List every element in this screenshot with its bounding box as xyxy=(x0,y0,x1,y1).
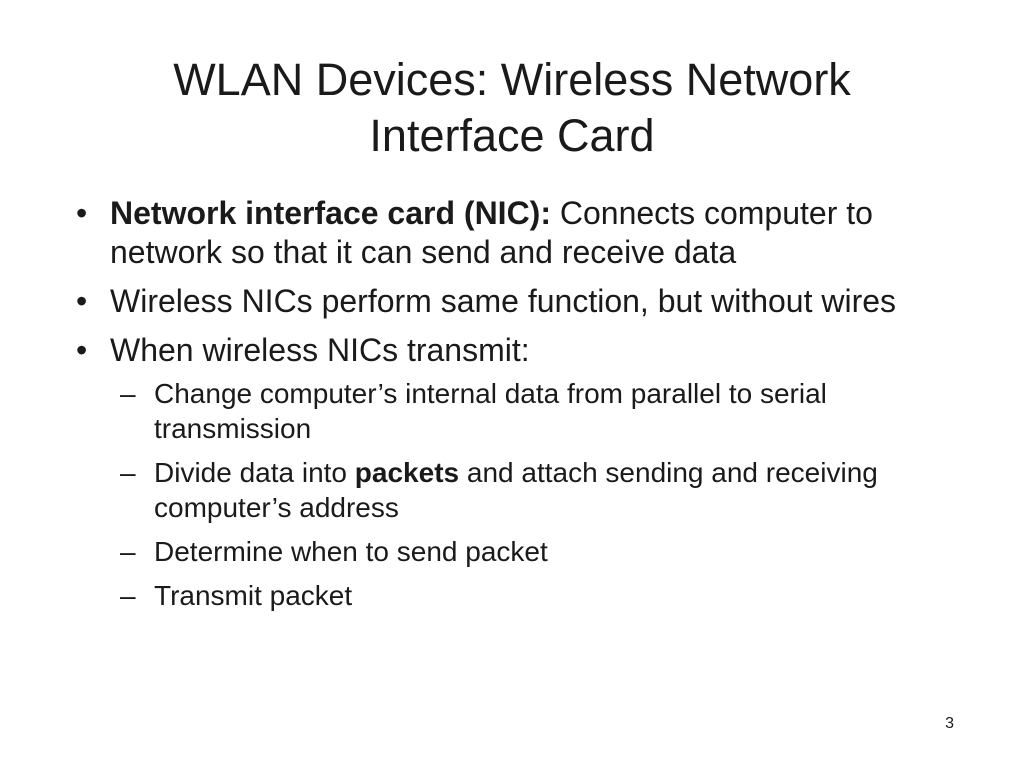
slide-title: WLAN Devices: Wireless Network Interface… xyxy=(60,52,964,164)
sub-bullet-item-change-data: – Change computer’s internal data from p… xyxy=(120,376,976,446)
bullet-marker: • xyxy=(76,332,88,368)
bullet-item-nic: • Network interface card (NIC): Connects… xyxy=(76,194,976,272)
bullet-item-wireless-nics: • Wireless NICs perform same function, b… xyxy=(76,282,976,321)
dash-marker: – xyxy=(120,378,136,409)
dash-marker: – xyxy=(120,536,136,567)
page-number: 3 xyxy=(945,715,954,732)
sub-bullet-text-divide-before: Divide data into xyxy=(154,457,355,488)
sub-bullet-text-determine: Determine when to send packet xyxy=(154,536,548,567)
bullet-item-when-transmit: • When wireless NICs transmit: – Change … xyxy=(76,331,976,613)
bullet-text-when-transmit: When wireless NICs transmit: xyxy=(110,332,530,368)
sub-bullet-text-transmit: Transmit packet xyxy=(154,580,353,611)
sub-bullet-item-divide-data: – Divide data into packets and attach se… xyxy=(120,455,976,525)
dash-marker: – xyxy=(120,580,136,611)
slide-title-line-1: WLAN Devices: Wireless Network xyxy=(173,54,851,105)
bullet-marker: • xyxy=(76,283,88,319)
bullet-term-nic: Network interface card (NIC): xyxy=(110,195,551,231)
sub-bullet-item-determine: – Determine when to send packet xyxy=(120,534,976,569)
sub-bullet-item-transmit: – Transmit packet xyxy=(120,578,976,613)
sub-bullet-text-divide-after: and attach sending and receiving compute… xyxy=(154,457,878,523)
sub-bullet-text-change-data: Change computer’s internal data from par… xyxy=(154,378,827,444)
sub-bullet-list: – Change computer’s internal data from p… xyxy=(120,376,976,613)
bullet-list: • Network interface card (NIC): Connects… xyxy=(76,194,976,623)
dash-marker: – xyxy=(120,457,136,488)
bullet-text-nic: Connects computer to network so that it … xyxy=(110,195,873,270)
slide-title-line-2: Interface Card xyxy=(369,110,655,161)
bullet-text-wireless-nics: Wireless NICs perform same function, but… xyxy=(110,283,897,319)
sub-bullet-term-packets: packets xyxy=(354,457,460,488)
bullet-marker: • xyxy=(76,195,88,231)
